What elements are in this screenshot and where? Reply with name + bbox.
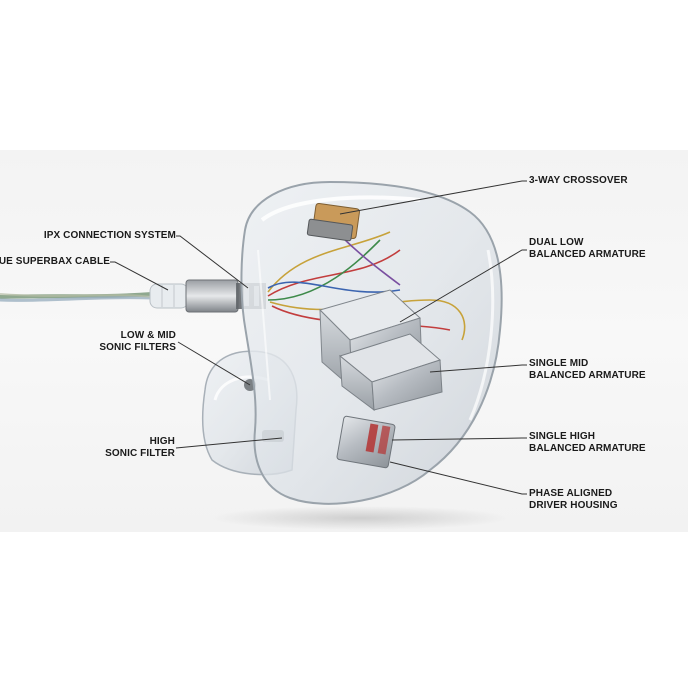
label-ue-superbax-cable: UE SUPERBAX CABLE <box>0 256 110 267</box>
leader-ipx <box>176 235 249 289</box>
crossover-chip <box>306 202 360 242</box>
leader-single-mid <box>429 364 527 373</box>
single-mid-armature <box>338 333 443 412</box>
label-3-way-crossover: 3-WAY CROSSOVER <box>529 175 628 186</box>
leader-lines <box>110 180 527 495</box>
cable <box>0 292 153 302</box>
leader-crossover <box>339 180 527 215</box>
label-phase-aligned-driver-housing: PHASE ALIGNED DRIVER HOUSING <box>529 488 618 511</box>
label-high-sonic-filter: HIGH SONIC FILTER <box>105 436 175 459</box>
label-low-mid-sonic-filters: LOW & MID SONIC FILTERS <box>99 330 176 353</box>
leader-phase <box>389 461 527 495</box>
single-high-armature <box>336 415 396 469</box>
floor-shadow <box>210 506 510 530</box>
leader-low-mid <box>177 341 251 386</box>
leader-cable <box>110 261 169 291</box>
label-ipx-connection-system: IPX CONNECTION SYSTEM <box>43 230 176 241</box>
label-single-mid-balanced-armature: SINGLE MID BALANCED ARMATURE <box>529 358 646 381</box>
leader-single-high <box>391 437 527 441</box>
label-dual-low-balanced-armature: DUAL LOW BALANCED ARMATURE <box>529 237 646 260</box>
leader-high-filter <box>175 437 283 449</box>
leader-dual-low <box>399 249 527 323</box>
label-single-high-balanced-armature: SINGLE HIGH BALANCED ARMATURE <box>529 431 646 454</box>
